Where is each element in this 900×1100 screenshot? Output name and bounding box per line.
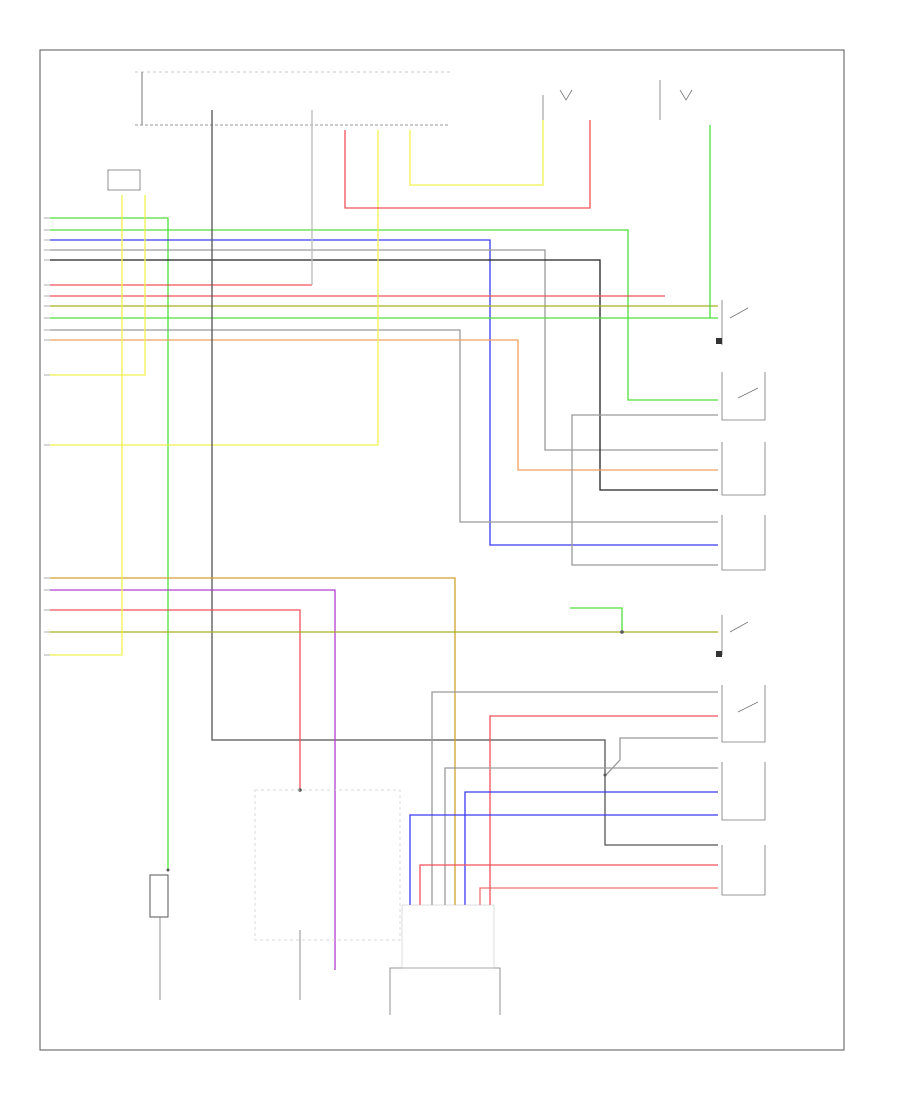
switch-6-contact: [737, 701, 759, 713]
wire-green-top: [50, 217, 169, 870]
ecu-connector-outline: [389, 967, 501, 1015]
wire-red-top: [344, 120, 591, 209]
switch-blocks: [721, 300, 766, 896]
gauge-connector-dash: [254, 789, 401, 941]
ecu-connector: [389, 904, 501, 1015]
wire-gray-3: [431, 691, 718, 905]
switch-5-contact: [729, 621, 749, 633]
relay-1: [559, 89, 573, 101]
wire-orange-1: [50, 339, 718, 471]
switch-7-box: [721, 762, 766, 821]
wire-violet-1: [50, 589, 336, 970]
wire-yellow-top: [409, 120, 544, 186]
wire-blue-2: [464, 791, 718, 905]
wire-gray-1: [50, 249, 718, 451]
vss-sensor-body: [149, 874, 169, 918]
wire-dark-main: [211, 110, 718, 846]
wire-red-4: [489, 715, 718, 905]
switch-2-box: [721, 372, 766, 421]
wire-yellow-2: [50, 130, 379, 446]
switch-4-box: [721, 515, 766, 571]
wire-green-3: [50, 125, 718, 319]
wire-dark-1: [50, 259, 718, 491]
switch-8-box: [721, 845, 766, 896]
wire-harness: [50, 110, 718, 970]
switch-3-box: [721, 442, 766, 496]
switch-6-box: [721, 685, 766, 743]
ground-2: [716, 651, 722, 657]
relay-2: [679, 89, 693, 101]
wire-yellow-1: [50, 195, 146, 376]
wire-gray-loop-1: [571, 414, 718, 566]
wire-red-6: [479, 887, 718, 905]
wire-blue-3: [409, 814, 718, 905]
ground-1: [716, 338, 722, 344]
ecu-pins: [401, 904, 495, 969]
fuse-block-left: [107, 169, 141, 191]
wire-yellow-3: [50, 195, 123, 656]
wire-gray-loop-2: [605, 737, 718, 776]
ground-symbols: [716, 338, 722, 657]
top-relays: [107, 80, 693, 191]
wire-red-3: [50, 609, 301, 790]
wire-tan-1: [50, 577, 456, 905]
wire-green-vss: [570, 607, 623, 632]
wire-gray-4: [444, 767, 718, 905]
left-pin-stubs: [44, 217, 50, 656]
switch-2-contact: [737, 387, 759, 399]
switch-1-contact: [729, 307, 749, 319]
wire-blue-1: [50, 239, 718, 546]
wire-green-2: [50, 229, 718, 401]
diagram-frame: [39, 49, 845, 1051]
junction-dots: [166, 630, 624, 872]
wire-gray-2: [50, 329, 718, 523]
wire-red-5: [419, 864, 718, 905]
